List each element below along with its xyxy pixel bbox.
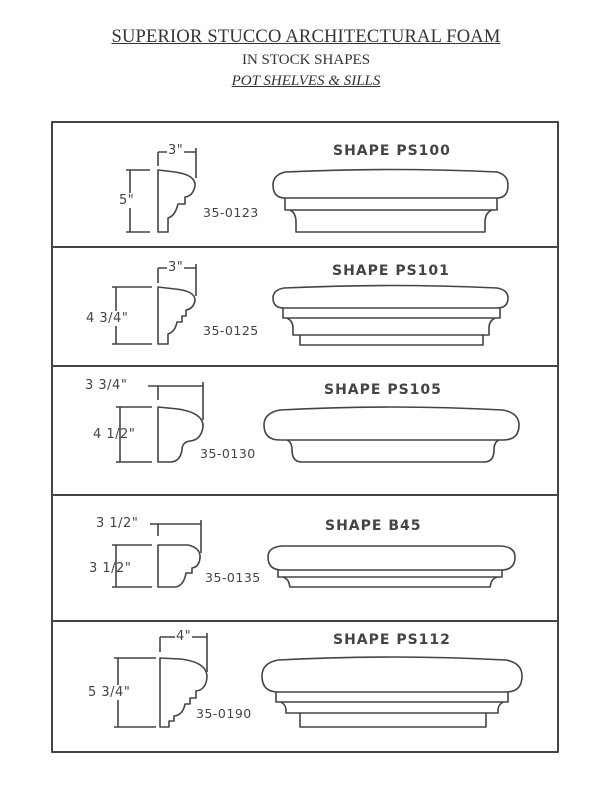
product-code: 35-0130: [200, 446, 256, 461]
width-dimension: 4": [175, 629, 193, 644]
shape-name: SHAPE PS100: [333, 143, 451, 159]
elevation-b45: [267, 545, 516, 588]
width-dimension: 3 3/4": [85, 378, 128, 393]
profile-ps100: [126, 148, 197, 233]
category-heading: POT SHELVES & SILLS: [231, 73, 381, 89]
height-dimension: 3 1/2": [89, 561, 132, 576]
elevation-ps105: [263, 406, 520, 463]
width-dimension: 3": [167, 143, 185, 158]
width-dimension: 3": [167, 260, 185, 275]
elevation-ps101: [272, 284, 509, 346]
product-code: 35-0135: [205, 570, 261, 585]
profile-b45: [112, 520, 202, 588]
shape-name: SHAPE PS112: [333, 632, 451, 648]
product-code: 35-0190: [196, 706, 252, 721]
height-dimension: 5 3/4": [88, 685, 131, 700]
height-dimension: 4 3/4": [86, 311, 129, 326]
elevation-ps112: [261, 656, 523, 728]
profile-ps112: [114, 633, 208, 728]
table-frame: [51, 121, 559, 753]
document-title: SUPERIOR STUCCO ARCHITECTURAL FOAM: [111, 27, 501, 47]
height-dimension: 5": [119, 193, 135, 208]
product-code: 35-0125: [203, 323, 259, 338]
shape-name: SHAPE PS101: [332, 263, 450, 279]
profile-ps101: [112, 264, 197, 345]
shape-name: SHAPE PS105: [324, 382, 442, 398]
elevation-ps100: [272, 168, 509, 233]
width-dimension: 3 1/2": [96, 516, 139, 531]
profile-ps105: [116, 382, 204, 463]
product-code: 35-0123: [203, 205, 259, 220]
height-dimension: 4 1/2": [93, 427, 136, 442]
document-subtitle: IN STOCK SHAPES: [241, 52, 371, 68]
shape-name: SHAPE B45: [325, 518, 422, 534]
